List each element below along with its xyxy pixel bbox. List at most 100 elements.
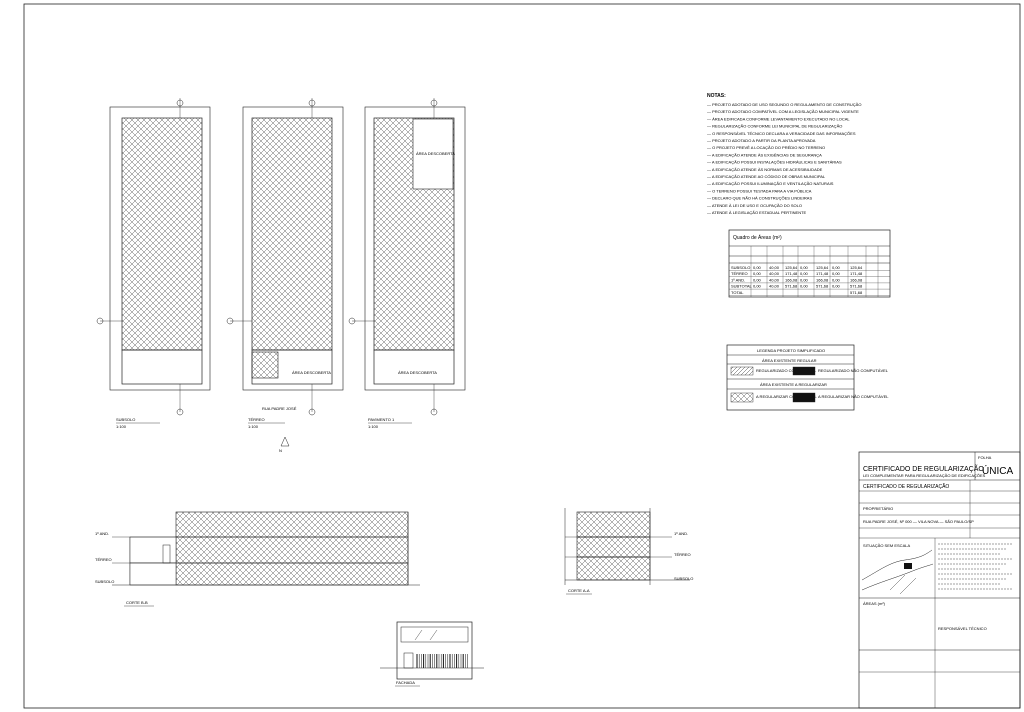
- section-marker-icon: [226, 317, 234, 325]
- level-label-1: 1º AND.: [95, 531, 109, 536]
- note-line: — ATENDE À LEGISLAÇÃO ESTADUAL PERTINENT…: [707, 210, 807, 215]
- table-cell: 0,00: [832, 271, 841, 276]
- note-line: — A EDIFICAÇÃO ATENDE ÀS EXIGÊNCIAS DE S…: [707, 152, 822, 157]
- section-right-label: CORTE A-A: [568, 588, 590, 593]
- level-label-subsolo: SUBSOLO: [95, 579, 114, 584]
- table-cell: 0,00: [753, 284, 762, 289]
- responsible-label: RESPONSÁVEL TÉCNICO: [938, 626, 987, 631]
- legend-item-2a: A REGULARIZAR COMPUTÁVEL: [756, 394, 817, 399]
- table-cell: 166,08: [816, 277, 829, 282]
- table-cell: SUBSOLO: [731, 265, 750, 270]
- table-cell: 40,00: [769, 277, 780, 282]
- north-marker-icon: [430, 408, 438, 416]
- table-cell: 171,48: [850, 271, 863, 276]
- north-marker-icon: [430, 99, 438, 107]
- section-marker-icon: [96, 317, 104, 325]
- table-cell: 125,64: [850, 265, 863, 270]
- main-title: CERTIFICADO DE REGULARIZAÇÃO: [863, 464, 984, 473]
- table-cell: 166,08: [785, 277, 798, 282]
- table-cell: 125,64: [785, 265, 798, 270]
- section-left: 1º AND. TÉRREO SUBSOLO CORTE B-B: [95, 511, 420, 607]
- plan-1-scale: 1:100: [116, 424, 127, 429]
- notes-title: NOTAS:: [707, 93, 726, 99]
- folha-label: FOLHA: [978, 455, 992, 460]
- north-marker-icon: [176, 99, 184, 107]
- situation-label: SITUAÇÃO SEM ESCALA: [863, 543, 910, 548]
- legend-section-1: ÁREA EXISTENTE REGULAR: [762, 358, 817, 363]
- folha-value: ÚNICA: [982, 464, 1013, 477]
- table-cell: 40,00: [769, 271, 780, 276]
- table-cell: 0,00: [832, 284, 841, 289]
- note-line: — A EDIFICAÇÃO POSSUI INSTALAÇÕES HIDRÁU…: [707, 160, 842, 165]
- plan-3-scale: 1:100: [368, 424, 379, 429]
- table-cell: SUBTOTAL: [731, 284, 753, 289]
- table-cell: 0,00: [800, 271, 809, 276]
- table-cell: 0,00: [753, 271, 762, 276]
- table-cell: 166,08: [850, 277, 863, 282]
- note-line: — O TERRENO POSSUI TESTADA PARA A VIA PÚ…: [707, 188, 812, 193]
- table-cell: 571,68: [816, 284, 829, 289]
- table-cell: 0,00: [832, 277, 841, 282]
- table-cell: 171,48: [816, 271, 829, 276]
- facade-label: FACHADA: [396, 680, 415, 685]
- level-label-1-right: 1º AND.: [674, 531, 688, 536]
- note-line: — REGULARIZAÇÃO CONFORME LEI MUNICIPAL D…: [707, 124, 842, 129]
- level-label-terreo-right: TÉRREO: [674, 552, 691, 557]
- north-marker-icon: [308, 408, 316, 416]
- legend-item-1a: REGULARIZADO COMPUTÁVEL: [756, 368, 817, 373]
- plan-3-area-bottom-label: ÁREA DESCOBERTA: [398, 370, 437, 375]
- address-line: RUA PADRE JOSÉ, Nº 000 — VILA NOVA — SÃO…: [863, 519, 974, 524]
- sheet-border: [23, 3, 1021, 709]
- north-marker-icon: [308, 99, 316, 107]
- plan-2-street-label: RUA PADRE JOSÉ: [262, 406, 297, 411]
- table-cell: 1º AND.: [731, 277, 745, 282]
- table-cell: 571,68: [850, 290, 863, 295]
- floor-plan-1: SUBSOLO 1:100: [96, 98, 211, 429]
- section-left-label: CORTE B-B: [126, 600, 148, 605]
- table-cell: 171,48: [785, 271, 798, 276]
- legend-item-2b: A REGULARIZAR NÃO COMPUTÁVEL: [818, 394, 889, 399]
- north-marker-icon: [176, 408, 184, 416]
- level-label-terreo: TÉRREO: [95, 557, 112, 562]
- note-line: — ÁREA EDIFICADA CONFORME LEVANTAMENTO E…: [707, 116, 850, 121]
- note-line: — A EDIFICAÇÃO POSSUI ILUMINAÇÃO E VENTI…: [707, 181, 834, 186]
- plan-2-scale: 1:100: [248, 424, 259, 429]
- areas-table-title: Quadro de Áreas (m²): [733, 234, 782, 241]
- table-cell: 571,68: [850, 284, 863, 289]
- section-right: 1º AND. TÉRREO SUBSOLO CORTE A-A: [564, 508, 693, 595]
- table-cell: 125,64: [816, 265, 829, 270]
- title-block: FOLHA ÚNICA CERTIFICADO DE REGULARIZAÇÃO…: [858, 451, 1021, 709]
- table-cell: 0,00: [800, 284, 809, 289]
- table-cell: 571,68: [785, 284, 798, 289]
- facade: FACHADA: [380, 621, 484, 687]
- table-cell: TOTAL: [731, 290, 744, 295]
- plan-3-area-top-label: ÁREA DESCOBERTA: [416, 151, 455, 156]
- note-line: — PROJETO ADOTADO COMPATÍVEL COM A LEGIS…: [707, 109, 859, 114]
- area-label: ÁREAS (m²): [863, 601, 886, 606]
- situation-map: [861, 549, 934, 595]
- note-line: — PROJETO ADOTADO DE USO SEGUNDO O REGUL…: [707, 102, 861, 107]
- legend-swatch-regularized-black: [792, 366, 816, 376]
- table-cell: 0,00: [753, 265, 762, 270]
- north-arrow-icon: [280, 436, 290, 447]
- section-marker-icon: [348, 317, 356, 325]
- note-line: — O RESPONSÁVEL TÉCNICO DECLARA A VERACI…: [707, 131, 856, 136]
- floor-plan-3: ÁREA DESCOBERTA ÁREA DESCOBERTA PAVIMENT…: [348, 98, 466, 429]
- note-line: — A EDIFICAÇÃO ATENDE AO CÓDIGO DE OBRAS…: [707, 174, 826, 179]
- table-cell: TÉRREO: [731, 271, 748, 276]
- legend-title: LEGENDA PROJETO SIMPLIFICADO: [757, 348, 825, 353]
- table-cell: 0,00: [800, 265, 809, 270]
- table-cell: 40,00: [769, 284, 780, 289]
- plan-2-area-label: ÁREA DESCOBERTA: [292, 370, 331, 375]
- project-title: CERTIFICADO DE REGULARIZAÇÃO: [863, 483, 949, 490]
- north-arrow-label: N: [279, 448, 282, 453]
- note-line: — O PROJETO PREVÊ A LOCAÇÃO DO PRÉDIO NO…: [707, 145, 825, 150]
- plan-3-label: PAVIMENTO 1: [368, 417, 395, 422]
- legend-section-2: ÁREA EXISTENTE A REGULARIZAR: [760, 382, 827, 387]
- table-cell: 0,00: [832, 265, 841, 270]
- note-line: — PROJETO ADOTADO A PARTIR DA PLANTA APR…: [707, 138, 816, 143]
- floor-plan-2: ÁREA DESCOBERTA RUA PADRE JOSÉ TÉRREO 1:…: [226, 98, 344, 453]
- note-line: — ATENDE À LEI DE USO E OCUPAÇÃO DO SOLO: [707, 203, 802, 208]
- note-line: — DECLARO QUE NÃO HÁ CONSTRUÇÕES LINDEIR…: [707, 196, 812, 201]
